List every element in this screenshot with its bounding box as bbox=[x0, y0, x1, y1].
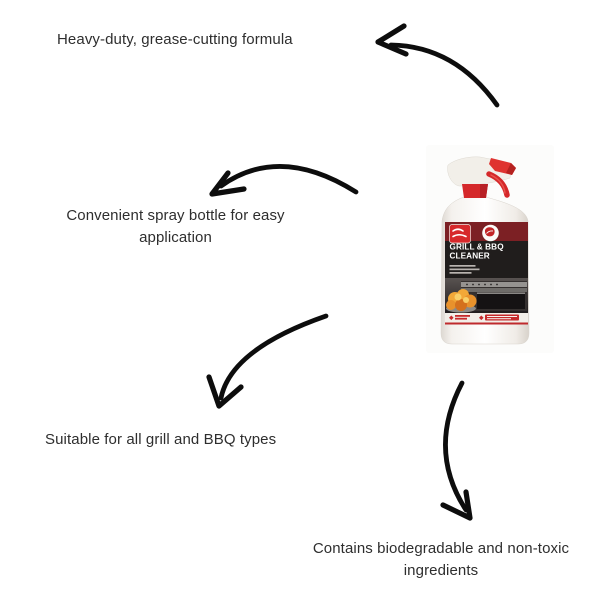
spray-head bbox=[447, 156, 516, 198]
product-label: GRILL & BBQ CLEANER bbox=[445, 222, 528, 325]
flames-icon bbox=[446, 289, 477, 311]
badge-diamond-icon bbox=[479, 315, 484, 321]
curved-arrow-spray-bottle bbox=[209, 164, 359, 197]
label-bottom-strip bbox=[445, 313, 528, 325]
label-grill-photo bbox=[445, 278, 528, 313]
bottle-collar-shade bbox=[480, 184, 488, 198]
label-title-line2: CLEANER bbox=[450, 252, 490, 261]
feature-text-ingredients: Contains biodegradable and non-toxic ing… bbox=[312, 540, 570, 579]
label-badge-icon bbox=[482, 224, 499, 242]
curved-arrow-formula bbox=[375, 23, 500, 108]
spray-trigger-highlight bbox=[490, 174, 506, 194]
curved-arrow-ingredients bbox=[440, 380, 473, 521]
curved-arrow-compatibility bbox=[206, 313, 329, 409]
label-red-rule bbox=[445, 322, 528, 325]
spray-nozzle-shade bbox=[506, 163, 516, 175]
brand-logo bbox=[449, 224, 471, 244]
badge-diamond-icon bbox=[449, 315, 454, 321]
label-title-line1: GRILL & BBQ bbox=[450, 243, 505, 252]
feature-text-spray-bottle: Convenient spray bottle for easy applica… bbox=[66, 207, 285, 246]
feature-text-compatibility: Suitable for all grill and BBQ types bbox=[45, 431, 277, 448]
product-image-grill-bbq-cleaner: GRILL & BBQ CLEANER bbox=[426, 145, 554, 353]
label-fine-print bbox=[449, 265, 480, 274]
feature-text-formula: Heavy-duty, grease-cutting formula bbox=[57, 31, 293, 48]
